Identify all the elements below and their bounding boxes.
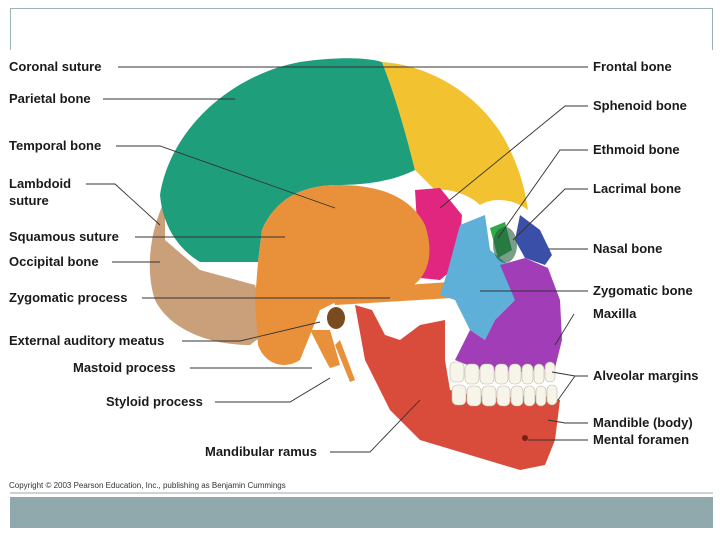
label-lacrimal-bone: Lacrimal bone	[593, 181, 681, 196]
label-frontal-bone: Frontal bone	[593, 59, 672, 74]
label-ethmoid-bone: Ethmoid bone	[593, 142, 680, 157]
styloid-process-shape	[335, 340, 355, 382]
label-mandibular-ramus: Mandibular ramus	[205, 444, 317, 459]
orbit-shape	[493, 227, 517, 263]
label-nasal-bone: Nasal bone	[593, 241, 662, 256]
teeth-group	[449, 361, 558, 407]
label-lambdoid-1: Lambdoid	[9, 176, 71, 191]
temporal-bone-shape	[255, 184, 430, 365]
label-lambdoid-2: suture	[9, 193, 49, 208]
right-frame-line	[712, 8, 713, 50]
zygomatic-arch-shape	[330, 282, 452, 305]
label-occipital-bone: Occipital bone	[9, 254, 99, 269]
label-zygomatic-bone: Zygomatic bone	[593, 283, 693, 298]
frontal-bone-shape	[382, 62, 528, 210]
nasal-bone-shape	[515, 215, 552, 265]
copyright-text: Copyright © 2003 Pearson Education, Inc.…	[9, 481, 286, 490]
leader-lines-left	[86, 66, 421, 453]
left-frame-line	[10, 8, 11, 50]
mastoid-process-shape	[310, 330, 340, 368]
label-parietal-bone: Parietal bone	[9, 91, 91, 106]
label-maxilla: Maxilla	[593, 306, 637, 321]
label-zygomatic-process: Zygomatic process	[9, 290, 128, 305]
label-temporal-bone: Temporal bone	[9, 138, 101, 153]
mandible-bone-shape	[355, 305, 560, 470]
top-frame-line	[10, 8, 713, 9]
zygomatic-bone-shape	[440, 215, 515, 340]
label-mastoid-process: Mastoid process	[73, 360, 176, 375]
parietal-bone-shape	[160, 58, 415, 262]
maxilla-bone-shape	[455, 258, 562, 372]
label-external-auditory-meatus: External auditory meatus	[9, 333, 164, 348]
external-auditory-meatus-shape	[327, 307, 345, 329]
label-mental-foramen: Mental foramen	[593, 432, 689, 447]
label-sphenoid-bone: Sphenoid bone	[593, 98, 687, 113]
mental-foramen-shape	[522, 435, 528, 441]
footer-bar	[10, 497, 713, 528]
label-styloid-process: Styloid process	[106, 394, 203, 409]
footer-divider	[10, 492, 713, 494]
leader-lines-right	[382, 66, 588, 441]
label-squamous-suture: Squamous suture	[9, 229, 119, 244]
label-coronal-suture: Coronal suture	[9, 59, 101, 74]
occipital-bone-shape	[149, 200, 270, 345]
label-mandible-body: Mandible (body)	[593, 415, 693, 430]
label-alveolar-margins: Alveolar margins	[593, 368, 699, 383]
